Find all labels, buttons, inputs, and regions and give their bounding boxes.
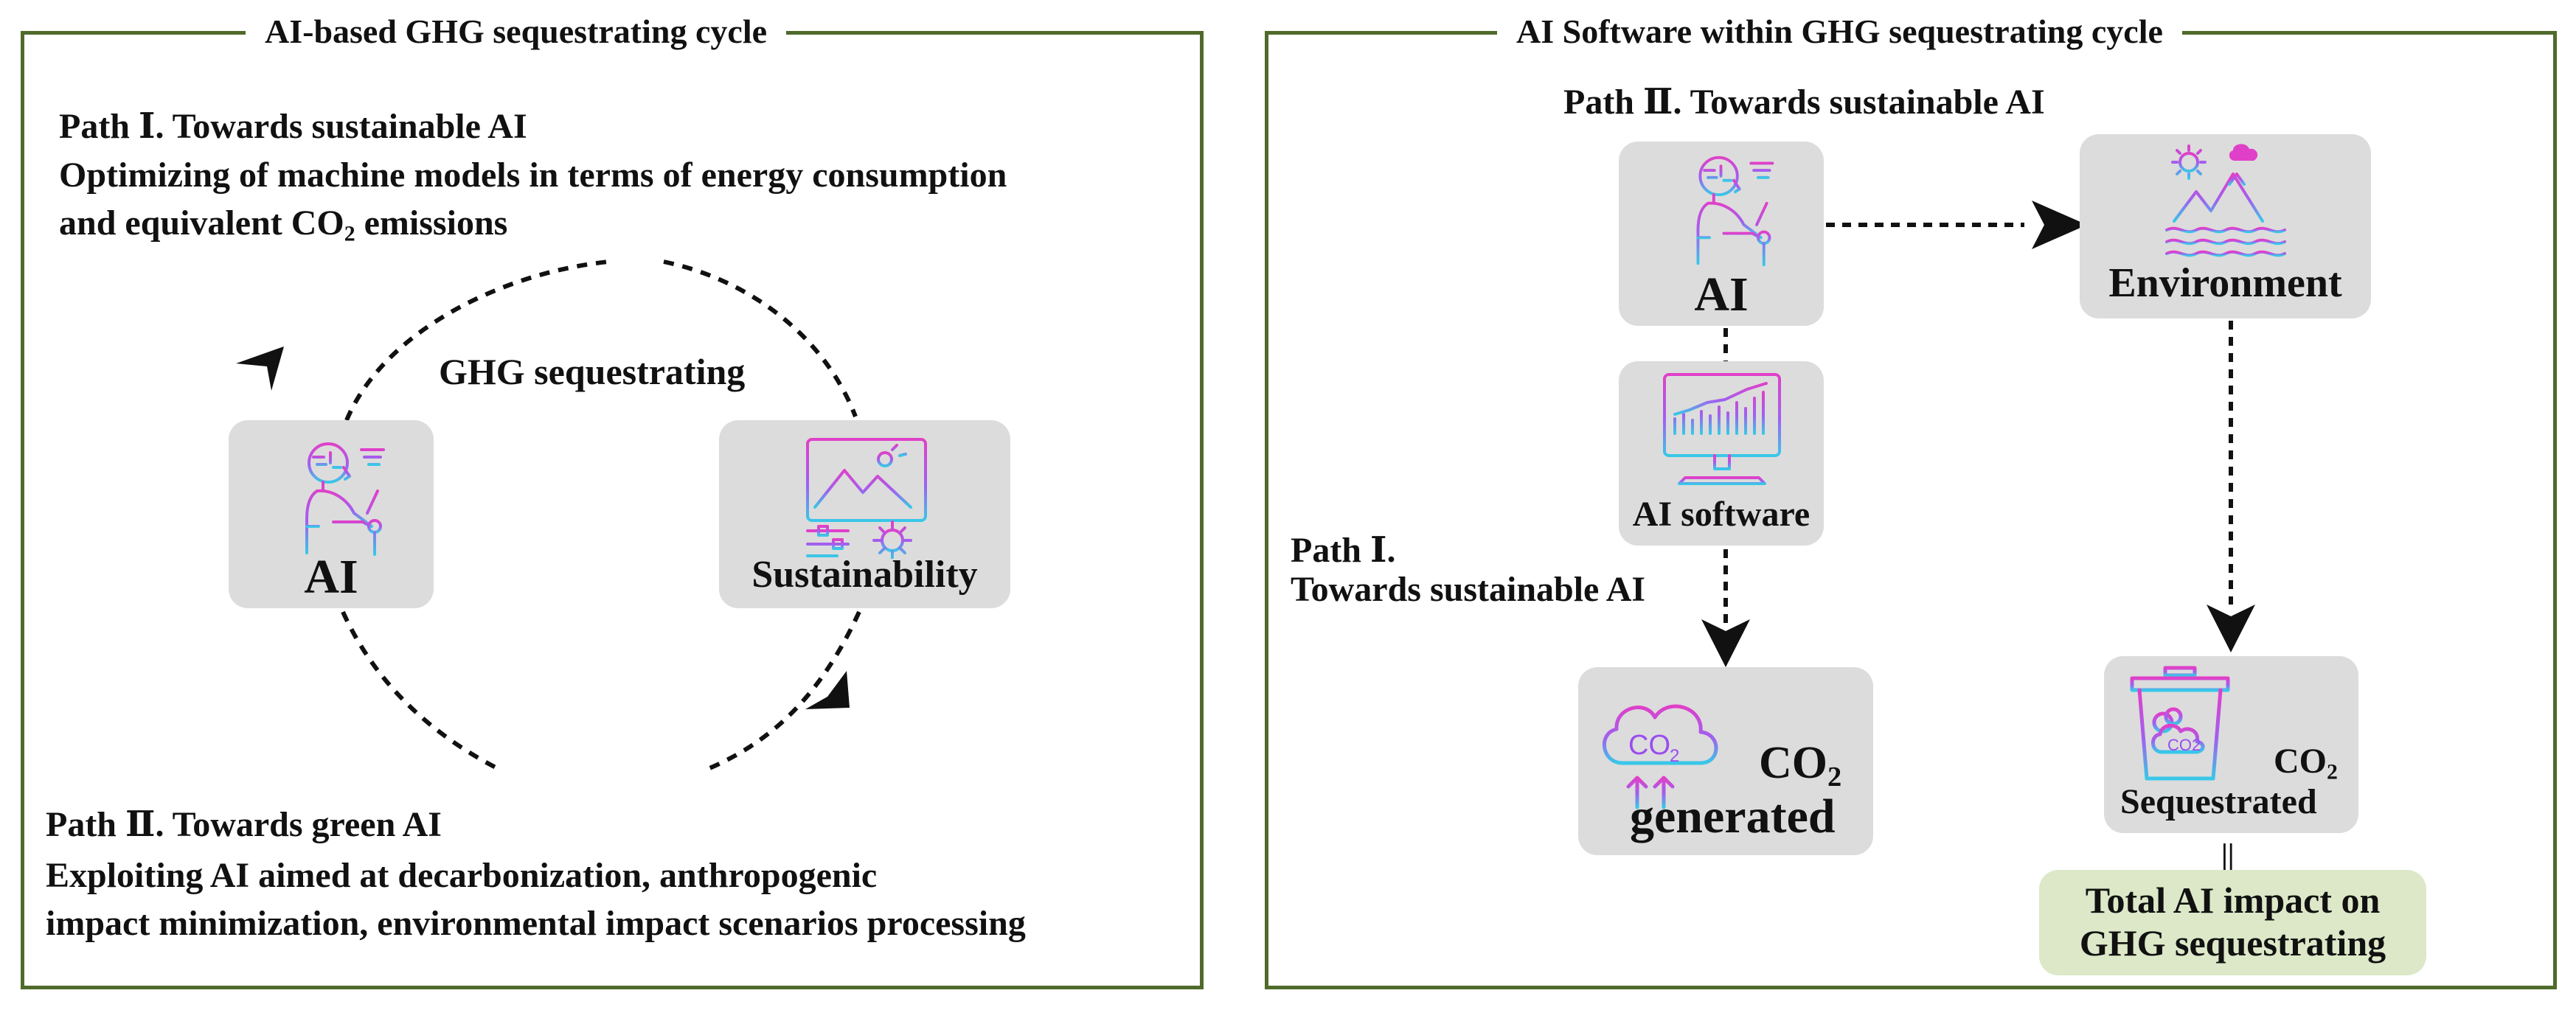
- cycle-arc-top-left: [344, 260, 609, 422]
- right-panel-title: AI Software within GHG sequestrating cyc…: [1497, 10, 2182, 54]
- co2-generated-sub: 2: [1827, 761, 1842, 793]
- co2-generated-co: CO2: [1759, 737, 1841, 793]
- environment-landscape-icon: [2165, 144, 2286, 257]
- co2-sequestrated-box: CO2 CO2 Sequestrated: [2104, 656, 2358, 833]
- left-path1-desc-sub: 2: [344, 221, 355, 246]
- left-ai-label: AI: [304, 550, 358, 604]
- co2-cloud-icon: CO 2: [1603, 704, 1718, 809]
- svg-text:CO: CO: [1628, 730, 1670, 761]
- environment-box: Environment: [2080, 134, 2371, 318]
- equals-sign: ||: [2221, 837, 2235, 871]
- ai-software-label: AI software: [1632, 495, 1811, 534]
- right-path2-title: Path Ⅱ. Towards sustainable AI: [1563, 83, 2045, 122]
- ai-robot-icon: [305, 442, 385, 556]
- co2-generated-box: CO 2 CO2 generated: [1578, 667, 1873, 855]
- left-path2-title: Path Ⅱ. Towards green AI: [46, 805, 442, 844]
- svg-text:2: 2: [1670, 746, 1679, 766]
- right-path1-title-line2: Towards sustainable AI: [1291, 570, 1646, 609]
- left-path1-desc-co: and equivalent CO: [59, 203, 344, 243]
- right-panel: AI Software within GHG sequestrating cyc…: [1265, 10, 2557, 989]
- arrowhead-environment: [2032, 201, 2087, 249]
- left-path2-desc-line2: impact minimization, environmental impac…: [46, 904, 1026, 943]
- sustainability-landscape-gear-icon: [806, 438, 927, 559]
- total-impact-line1: Total AI impact on: [2085, 880, 2381, 921]
- arrowhead-sequestrated: [2207, 605, 2255, 652]
- co2-sequestrated-sub: 2: [2327, 759, 2338, 784]
- left-panel-title: AI-based GHG sequestrating cycle: [246, 10, 787, 54]
- co2-generated-label: generated: [1630, 790, 1836, 843]
- environment-label: Environment: [2108, 260, 2342, 306]
- left-path1-desc-line1: Optimizing of machine models in terms of…: [59, 156, 1007, 195]
- ai-robot-icon: [1696, 156, 1774, 267]
- cycle-arrowhead-top: [236, 346, 284, 391]
- left-ai-box: AI: [229, 420, 434, 608]
- cycle-arrowhead-bottom: [805, 671, 850, 709]
- sustainability-label: Sustainability: [751, 554, 978, 596]
- arrowhead-co2-generated: [1701, 619, 1750, 667]
- left-path2-desc-line1: Exploiting AI aimed at decarbonization, …: [46, 856, 878, 895]
- cycle-label: GHG sequestrating: [439, 351, 746, 392]
- left-path1-desc-line2: and equivalent CO2 emissions: [59, 203, 507, 246]
- co2-sequestrated-co-text: CO: [2274, 742, 2327, 781]
- right-ai-label: AI: [1694, 268, 1749, 321]
- right-path1-title-line1: Path Ⅰ.: [1291, 531, 1396, 570]
- left-panel: AI-based GHG sequestrating cycle: [21, 10, 1204, 989]
- cycle-arc-bottom-left: [341, 610, 503, 773]
- co2-sequestrated-label: Sequestrated: [2120, 782, 2317, 821]
- svg-text:CO2: CO2: [2167, 736, 2201, 754]
- co2-sequestrated-co: CO2: [2274, 741, 2338, 784]
- left-path1-title: Path Ⅰ. Towards sustainable AI: [59, 107, 527, 146]
- co2-trash-bin-icon: CO2: [2130, 666, 2230, 781]
- sustainability-box: Sustainability: [719, 420, 1010, 608]
- cycle-arc-bottom-right: [703, 610, 861, 773]
- total-impact-box: Total AI impact on GHG sequestrating: [2039, 870, 2426, 975]
- monitor-chart-icon: [1663, 373, 1781, 485]
- co2-generated-co-text: CO: [1759, 738, 1827, 788]
- total-impact-line2: GHG sequestrating: [2079, 922, 2386, 964]
- ai-software-box: AI software: [1619, 361, 1824, 546]
- right-ai-box: AI: [1619, 142, 1824, 326]
- left-path1-desc-suffix: emissions: [355, 203, 508, 243]
